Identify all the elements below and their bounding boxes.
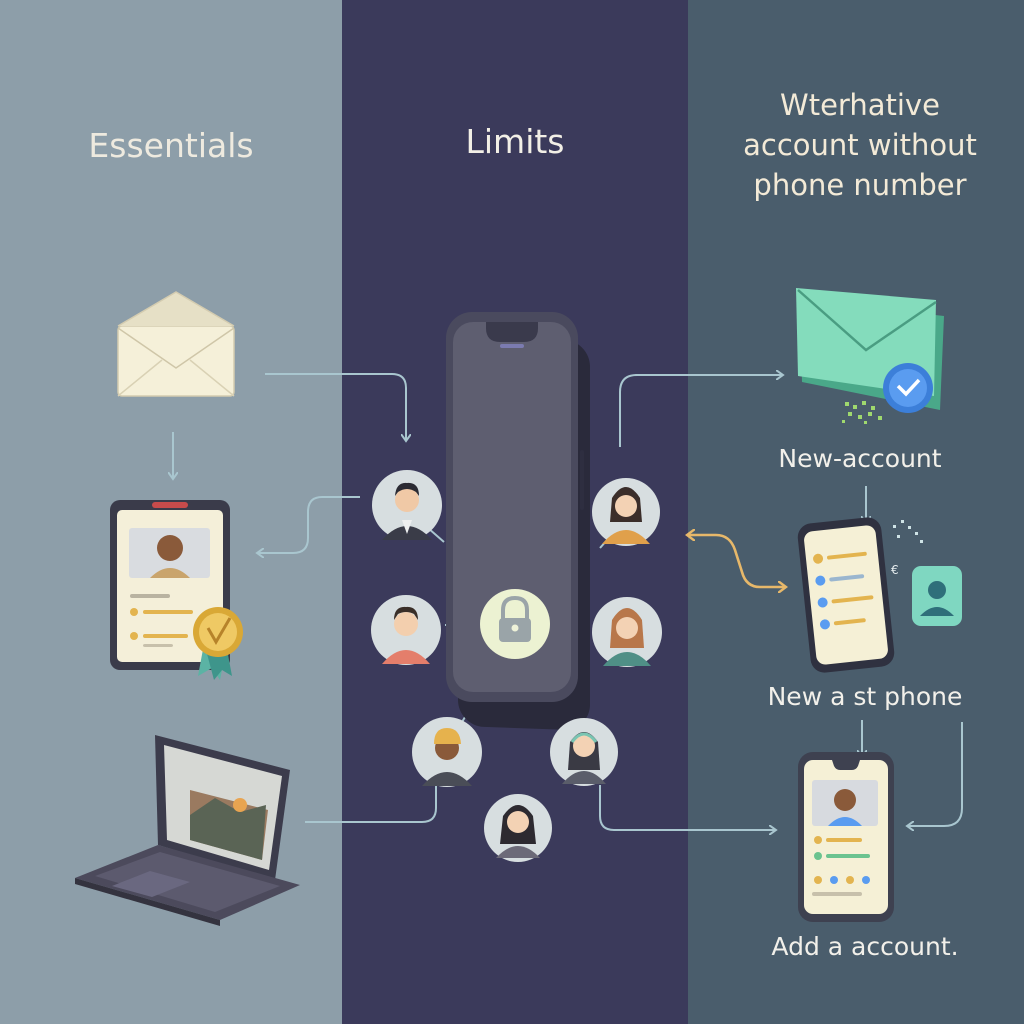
sparkle-marks <box>893 520 923 543</box>
avatar-woman-icon <box>592 478 660 546</box>
envelope-icon <box>117 291 235 397</box>
alternative-heading-line-1: Wterhative <box>780 88 940 122</box>
avatar-man-red-shirt-icon <box>371 595 441 665</box>
avatar-woman-bottom-icon <box>484 794 552 862</box>
new-account-phone-icon <box>797 517 895 673</box>
contact-card-icon: € <box>891 520 962 626</box>
lock-icon <box>480 589 550 659</box>
connector-phone-to-mint-envelope <box>619 375 782 447</box>
laptop-icon <box>75 735 300 926</box>
alternative-account-heading: Wterhative account without phone number <box>700 85 1020 205</box>
mint-envelope-icon <box>796 288 944 424</box>
avatar-headset-icon <box>550 718 618 786</box>
connector-laptop-to-avatar <box>305 786 437 823</box>
avatar-woman-green-icon <box>592 597 662 667</box>
award-badge-icon <box>193 607 243 680</box>
alternative-heading-line-3: phone number <box>753 168 967 202</box>
svg-text:€: € <box>891 563 899 577</box>
particle-dots <box>842 401 882 424</box>
smartphone-icon <box>446 312 590 730</box>
add-account-caption: Add a account. <box>771 932 959 961</box>
gold-two-way-arrow <box>688 535 785 587</box>
connector-right-return <box>908 722 963 826</box>
alternative-heading-line-2: account without <box>743 128 977 162</box>
limits-heading: Limits <box>465 122 565 161</box>
connector-avatar-to-tablet <box>258 496 360 553</box>
connector-envelope-to-phone <box>265 373 406 440</box>
essentials-heading: Essentials <box>88 126 254 165</box>
avatar-man-cap-icon <box>412 717 482 787</box>
connector-avatar-to-final-phone <box>599 785 775 830</box>
final-phone-icon <box>798 752 894 922</box>
new-phone-caption: New a st phone <box>767 682 963 711</box>
avatar-man-suit-icon <box>372 470 442 540</box>
new-account-caption: New-account <box>778 444 942 473</box>
